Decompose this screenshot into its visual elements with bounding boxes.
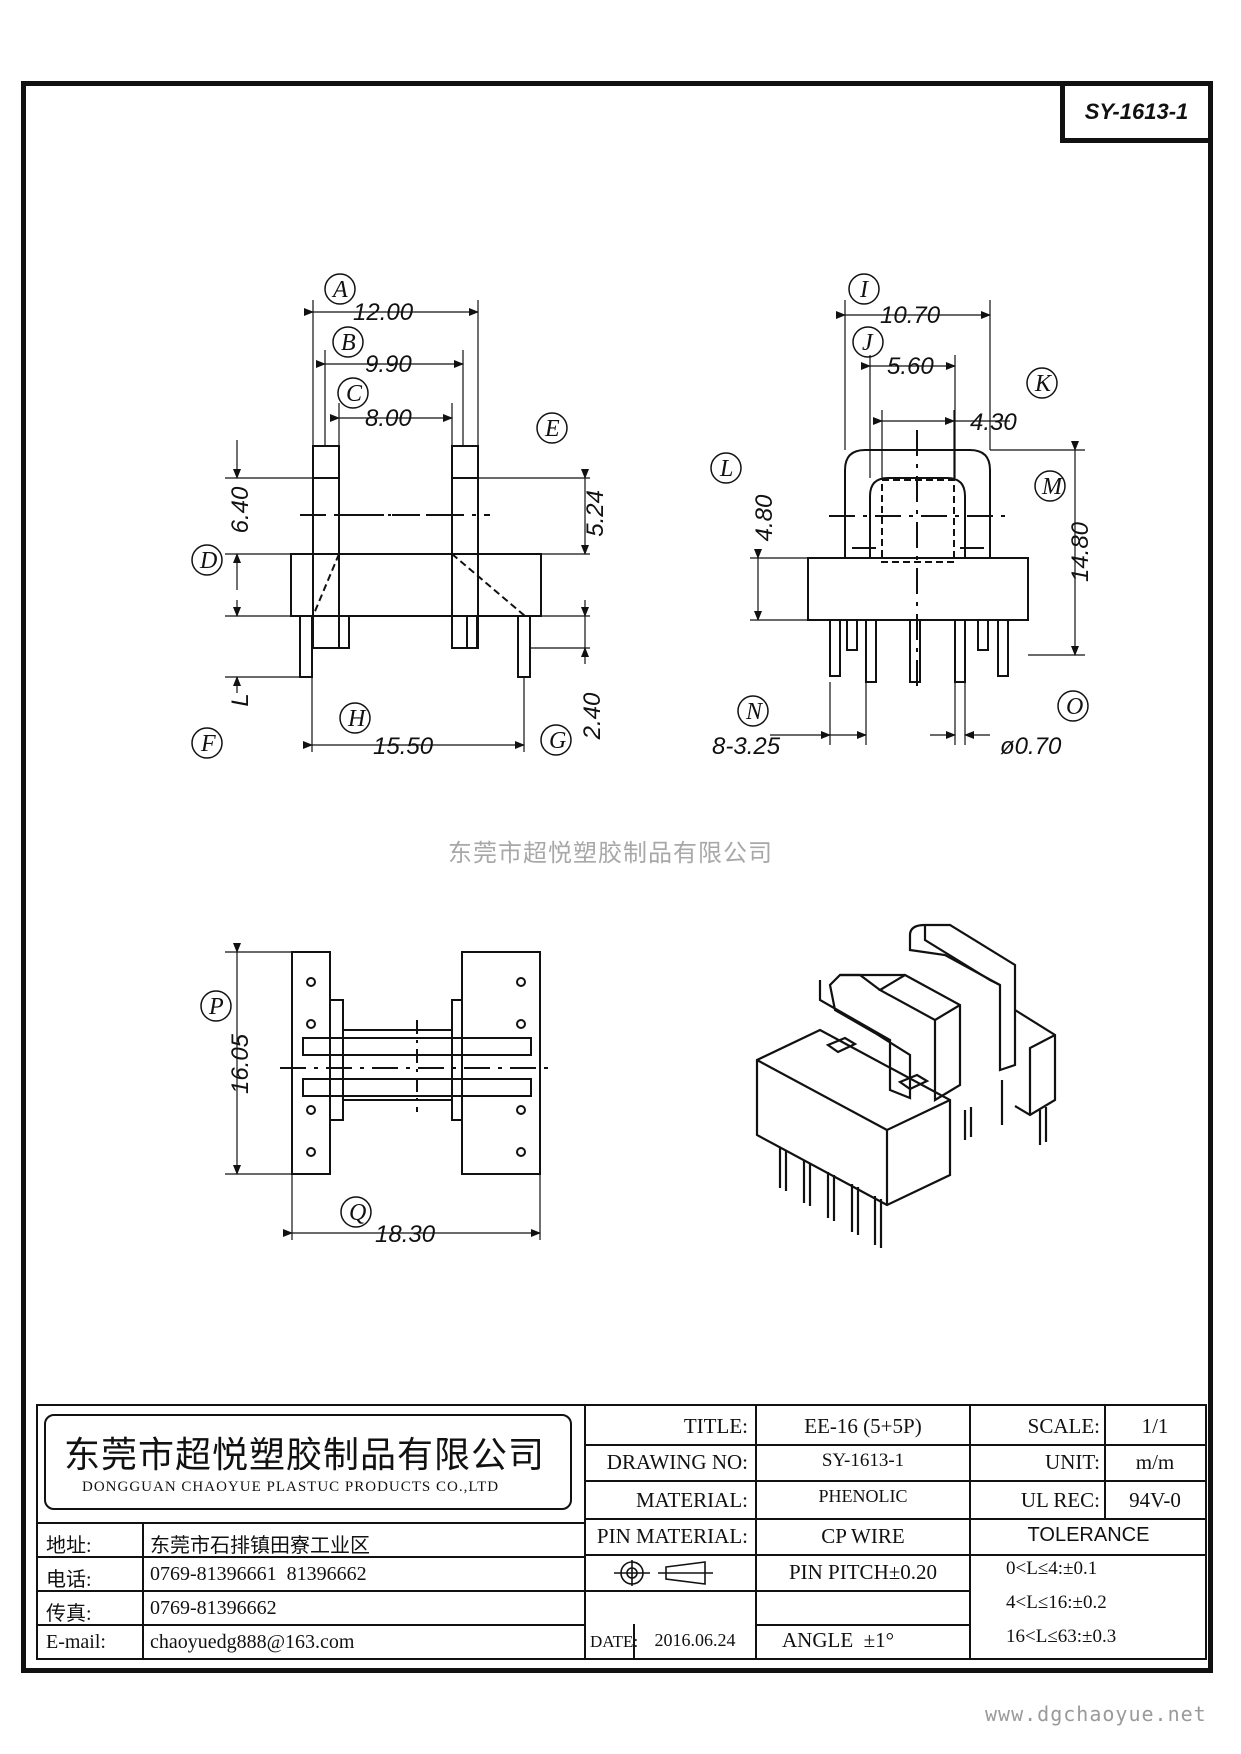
date-value: 2016.06.24 <box>654 1630 736 1650</box>
website-url: www.dgchaoyue.net <box>985 1702 1207 1726</box>
fax-value: 0769-81396662 <box>150 1597 277 1619</box>
unit-value: m/m <box>1135 1450 1175 1474</box>
ul-label: UL REC: <box>1020 1488 1100 1512</box>
scale-label: SCALE: <box>1027 1414 1100 1438</box>
dim-i-value: 10.70 <box>880 302 941 329</box>
company-box: 东莞市超悦塑胶制品有限公司 DONGGUAN CHAOYUE PLASTUC P… <box>44 1414 572 1510</box>
dim-o-value: ø0.70 <box>1000 733 1062 760</box>
svg-text:E: E <box>544 416 560 442</box>
date-label: DATE: <box>590 1632 639 1651</box>
dim-j-value: 5.60 <box>887 353 934 380</box>
title-block: 东莞市超悦塑胶制品有限公司 DONGGUAN CHAOYUE PLASTUC P… <box>36 1404 1207 1660</box>
svg-text:K: K <box>1034 371 1053 397</box>
drawing-frame <box>21 81 1213 1673</box>
dim-a-value: 12.00 <box>353 299 414 326</box>
svg-text:Q: Q <box>349 1200 366 1226</box>
drawing-number-box: SY-1613-1 <box>1060 81 1213 143</box>
title-value: EE-16 (5+5P) <box>804 1414 922 1438</box>
svg-text:H: H <box>347 706 367 732</box>
dim-q-value: 18.30 <box>375 1221 436 1248</box>
email-row: E-mail: chaoyuedg888@163.com <box>38 1624 584 1658</box>
pin-pitch: PIN PITCH±0.20 <box>788 1560 938 1584</box>
svg-text:P: P <box>208 994 224 1020</box>
fax-row: 传真: 0769-81396662 <box>38 1590 584 1625</box>
angle-value: ANGLE ±1° <box>782 1628 895 1652</box>
phone-row: 电话: 0769-81396661 81396662 <box>38 1556 584 1591</box>
unit-label: UNIT: <box>1045 1450 1100 1474</box>
tolerance-line-2: 4<L≤16:±0.2 <box>1006 1592 1107 1613</box>
dim-h-value: 15.50 <box>373 733 434 760</box>
watermark-text: 东莞市超悦塑胶制品有限公司 <box>448 839 773 867</box>
phone-label: 电话: <box>46 1569 92 1591</box>
side-view <box>750 300 1085 745</box>
svg-text:N: N <box>745 699 764 725</box>
fax-label: 传真: <box>46 1603 92 1625</box>
tolerance-line-3: 16<L≤63:±0.3 <box>1006 1626 1117 1647</box>
svg-text:L: L <box>719 456 733 482</box>
dim-g-value: 2.40 <box>579 692 606 740</box>
svg-text:M: M <box>1041 474 1064 500</box>
dim-c-value: 8.00 <box>365 405 412 432</box>
svg-text:J: J <box>862 330 874 356</box>
email-label: E-mail: <box>46 1631 106 1653</box>
drawing-number: SY-1613-1 <box>1084 99 1189 124</box>
company-name-cn: 东莞市超悦塑胶制品有限公司 <box>64 1435 546 1476</box>
phone-value: 0769-81396661 81396662 <box>150 1563 367 1585</box>
svg-text:D: D <box>199 548 217 574</box>
bottom-view <box>225 943 555 1240</box>
title-label: TITLE: <box>683 1414 748 1438</box>
address-value: 东莞市石排镇田寮工业区 <box>150 1533 370 1557</box>
company-name-en: DONGGUAN CHAOYUE PLASTUC PRODUCTS CO.,LT… <box>82 1479 500 1495</box>
tolerance-line-1: 0<L≤4:±0.1 <box>1006 1558 1098 1579</box>
svg-text:I: I <box>859 277 869 303</box>
tolerance-label: TOLERANCE <box>1027 1524 1150 1546</box>
ul-value: 94V-0 <box>1129 1488 1181 1512</box>
dim-p-value: 16.05 <box>227 1033 254 1094</box>
dim-d-value: 6.40 <box>227 486 254 533</box>
drawing-no-value: SY-1613-1 <box>821 1450 905 1471</box>
dim-k-value: 4.30 <box>970 409 1017 436</box>
dim-n-value: 8-3.25 <box>712 733 781 760</box>
drawing-no-label: DRAWING NO: <box>606 1450 748 1474</box>
front-view <box>225 300 590 752</box>
dim-m-value: 14.80 <box>1067 521 1094 582</box>
email-value: chaoyuedg888@163.com <box>150 1631 355 1653</box>
address-label: 地址: <box>46 1535 92 1557</box>
dim-b-value: 9.90 <box>365 351 412 378</box>
svg-text:A: A <box>331 277 348 303</box>
dim-f-value: L <box>227 693 254 706</box>
material-label: MATERIAL: <box>636 1488 748 1512</box>
dim-e-value: 5.24 <box>582 490 609 537</box>
svg-text:G: G <box>549 728 566 754</box>
pin-material-label: PIN MATERIAL: <box>596 1524 748 1548</box>
scale-value: 1/1 <box>1141 1414 1169 1438</box>
svg-text:C: C <box>346 381 363 407</box>
pin-material-value: CP WIRE <box>821 1524 905 1548</box>
dim-l-value: 4.80 <box>751 494 778 541</box>
address-row: 地址: 东莞市石排镇田寮工业区 <box>38 1522 584 1557</box>
svg-text:B: B <box>341 330 356 356</box>
svg-text:O: O <box>1066 694 1083 720</box>
projection-symbol-icon <box>614 1560 713 1586</box>
svg-text:F: F <box>200 731 216 757</box>
isometric-view <box>755 923 1057 1248</box>
material-value: PHENOLIC <box>818 1486 908 1506</box>
